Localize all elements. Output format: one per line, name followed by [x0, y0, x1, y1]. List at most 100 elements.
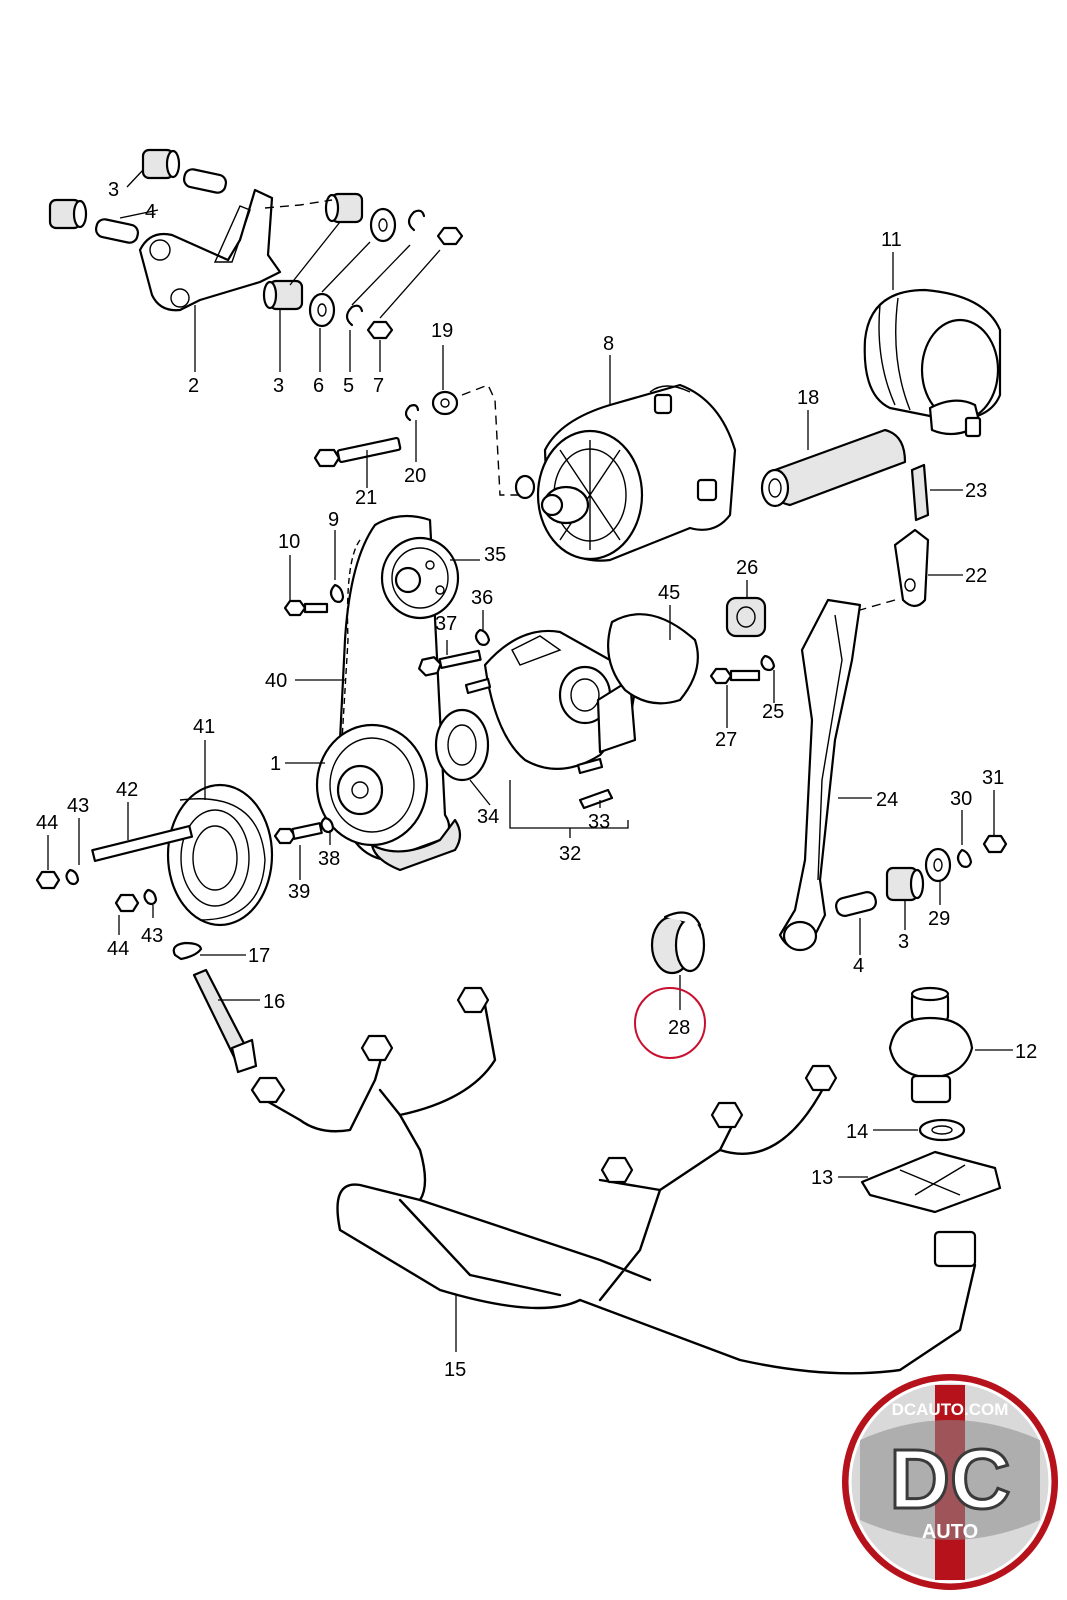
dcauto-logo: DCAUTO.COM DC AUTO [842, 1374, 1058, 1590]
screw-part-23 [910, 463, 930, 522]
callout-6: 6 [313, 375, 324, 397]
callout-labels: 3 4 2 3 6 5 7 19 8 11 18 20 21 23 9 10 3… [36, 179, 1037, 1381]
stud-part-42 [91, 824, 194, 863]
callout-31: 31 [982, 767, 1004, 789]
nut-part-44-lower [114, 893, 140, 913]
callout-3: 3 [273, 375, 284, 397]
callout-4: 4 [145, 201, 156, 223]
callout-11: 11 [881, 229, 902, 251]
belt-cover-assembly-part-32 [464, 629, 637, 810]
callout-12: 12 [1015, 1041, 1037, 1063]
lockwasher-part-5 [345, 304, 364, 327]
bushing-part-3-top [141, 148, 181, 180]
sleeve-part-4-right [835, 891, 877, 917]
pulley-part-41 [166, 783, 274, 927]
callout-21: 21 [355, 487, 377, 509]
callout-33: 33 [588, 811, 610, 833]
callout-25: 25 [762, 701, 784, 723]
bolt-part-21 [313, 436, 402, 468]
callout-14: 14 [846, 1121, 868, 1143]
sleeve-part-4-left [94, 218, 140, 244]
leader-lines [47, 169, 1013, 1352]
callout-43: 43 [67, 795, 89, 817]
plate-part-13 [860, 1150, 1002, 1214]
washer-part-43-lower [143, 888, 158, 906]
valve-part-12 [888, 986, 974, 1104]
callout-18: 18 [797, 387, 819, 409]
callout-30: 30 [950, 788, 972, 810]
callout-1: 1 [270, 753, 281, 775]
gear-part-1 [315, 723, 462, 872]
washer-part-36 [474, 628, 491, 646]
bracket-plate [138, 188, 282, 312]
callout-39: 39 [288, 881, 310, 903]
logo-letters: DC [889, 1432, 1010, 1526]
callout-36: 36 [471, 587, 493, 609]
callout-44: 44 [36, 812, 58, 834]
callout-9: 9 [328, 509, 339, 531]
bushing-part-3-left [48, 198, 88, 230]
nut-part-31 [982, 834, 1008, 854]
arm-part-24 [778, 598, 862, 952]
sleeve-part-4-top [182, 168, 228, 194]
callout-17: 17 [248, 945, 270, 967]
washer-part-14 [918, 1118, 966, 1142]
logo-site-text: DCAUTO.COM [892, 1400, 1009, 1419]
callout-45: 45 [658, 582, 680, 604]
filter-housing-part-11 [863, 288, 1002, 438]
callout-10: 10 [278, 531, 300, 553]
washer-part-25 [760, 654, 776, 672]
callout-28: 28 [668, 1017, 690, 1039]
highlight-circle-part-28 [634, 987, 706, 1059]
nut-part-7-top [436, 226, 464, 246]
callout-8: 8 [603, 333, 614, 355]
callout-38: 38 [318, 848, 340, 870]
callout-13: 13 [811, 1167, 833, 1189]
clamp-part-28 [650, 911, 706, 975]
bracket-part-22 [893, 528, 930, 608]
callout-3: 3 [898, 931, 909, 953]
grommet-part-26 [725, 596, 767, 638]
callout-32: 32 [559, 843, 581, 865]
logo-word: AUTO [922, 1521, 978, 1543]
callout-15: 15 [444, 1359, 466, 1381]
callout-4: 4 [853, 955, 864, 977]
bushing-part-3-lower-right [262, 279, 304, 311]
lockwasher-part-30 [956, 848, 973, 868]
callout-29: 29 [928, 908, 950, 930]
callout-7: 7 [373, 375, 384, 397]
callout-44: 44 [107, 938, 129, 960]
gear-part-35 [380, 536, 460, 620]
callout-37: 37 [435, 613, 457, 635]
pipe-assembly-part-15 [250, 986, 977, 1375]
stud-part-33 [578, 788, 614, 810]
callout-41: 41 [193, 716, 215, 738]
callout-26: 26 [736, 557, 758, 579]
callout-43: 43 [141, 925, 163, 947]
callout-2: 2 [188, 375, 199, 397]
seal-part-34 [434, 708, 490, 782]
callout-35: 35 [484, 544, 506, 566]
callout-3: 3 [108, 179, 119, 201]
bracket-assembly [48, 148, 464, 340]
lockwasher-part-5-top [407, 209, 426, 232]
callout-5: 5 [343, 375, 354, 397]
callout-23: 23 [965, 480, 987, 502]
callout-24: 24 [876, 789, 898, 811]
washer-part-6-top [369, 207, 397, 243]
hose-clamp [928, 399, 982, 438]
callout-42: 42 [116, 779, 138, 801]
washer-part-43 [65, 868, 80, 886]
callout-20: 20 [404, 465, 426, 487]
nut-part-7 [366, 320, 394, 340]
lockwasher-part-20 [404, 404, 420, 422]
bolt-part-27 [709, 667, 761, 685]
washer-part-29 [924, 847, 952, 883]
callout-27: 27 [715, 729, 737, 751]
callout-40: 40 [265, 670, 287, 692]
callout-16: 16 [263, 991, 285, 1013]
bolt-part-39 [273, 822, 323, 845]
alternator-part-8 [514, 383, 737, 562]
washer-part-6 [308, 292, 336, 328]
